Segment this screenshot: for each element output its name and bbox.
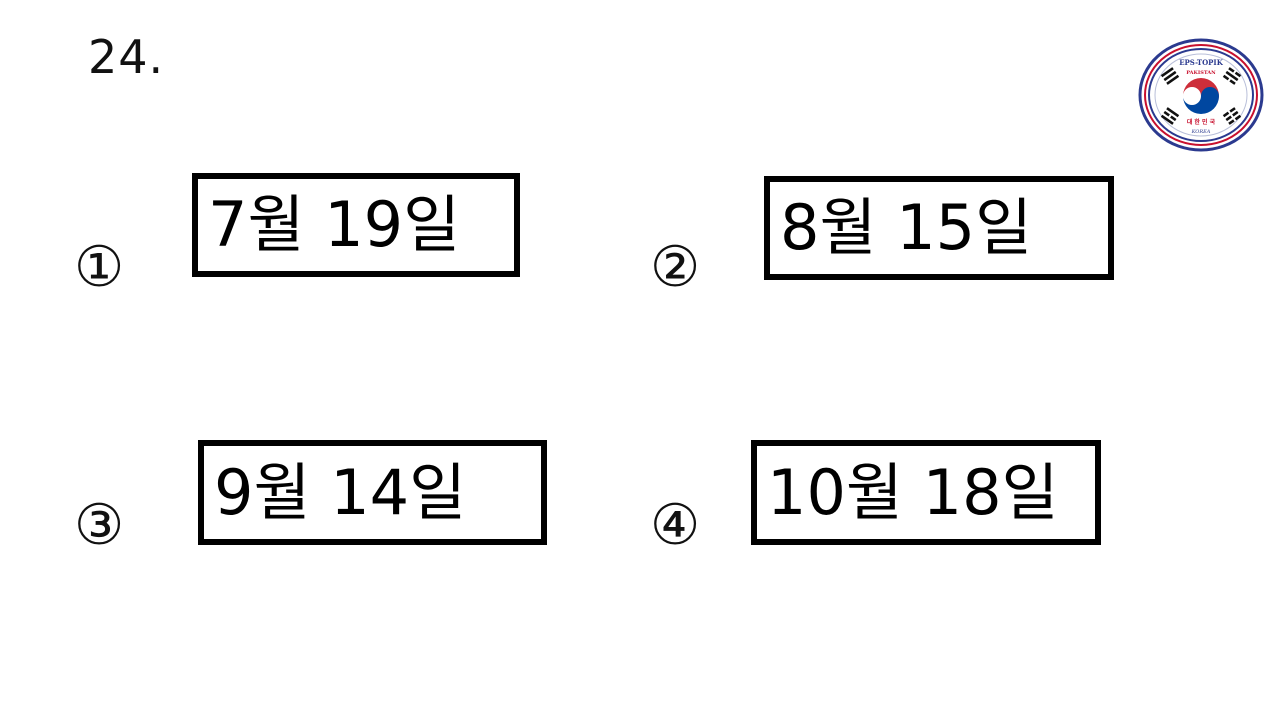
option-1-box[interactable]: 7월 19일 <box>192 173 520 277</box>
option-4-marker: ④ <box>650 493 701 558</box>
logo-top-text: EPS-TOPIK <box>1179 58 1224 67</box>
option-4-text: 10월 18일 <box>767 455 1059 529</box>
logo-sub-text: PAKISTAN <box>1186 70 1216 76</box>
eps-topik-logo: EPS-TOPIK PAKISTAN 대 한 민 국 KOREA <box>1138 38 1264 152</box>
option-2-marker: ② <box>650 235 701 300</box>
option-1-text: 7월 19일 <box>208 188 461 261</box>
taegeuk-icon <box>1183 78 1219 114</box>
question-number: 24. <box>88 30 165 84</box>
option-2-box[interactable]: 8월 15일 <box>764 176 1114 280</box>
option-3-text: 9월 14일 <box>214 455 467 529</box>
option-1-marker: ① <box>74 235 125 300</box>
option-3-marker: ③ <box>74 493 125 558</box>
option-3-box[interactable]: 9월 14일 <box>198 440 547 545</box>
option-4-box[interactable]: 10월 18일 <box>751 440 1101 545</box>
option-2-text: 8월 15일 <box>780 191 1033 264</box>
logo-bottom-text: KOREA <box>1191 129 1211 135</box>
logo-korean-text: 대 한 민 국 <box>1187 118 1216 126</box>
trigram-icons <box>1160 67 1242 125</box>
